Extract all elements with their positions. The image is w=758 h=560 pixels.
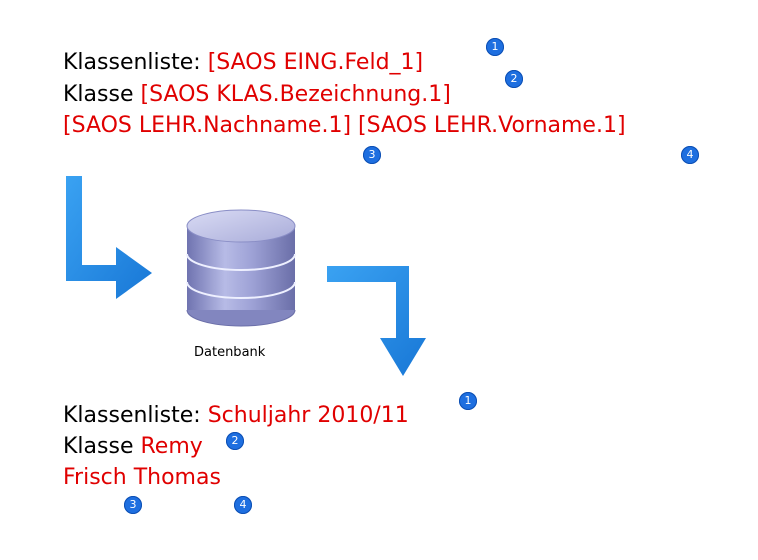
arrow-template-to-database	[66, 176, 152, 299]
result-line-1: Klassenliste: Schuljahr 2010/11	[63, 403, 409, 429]
result-line-3: Frisch Thomas	[63, 465, 221, 491]
badge-4-bottom: 4	[234, 496, 252, 514]
database-label: Datenbank	[194, 345, 266, 360]
template-line-2: Klasse [SAOS KLAS.Bezeichnung.1]	[63, 82, 451, 108]
badge-1-bottom: 1	[459, 392, 477, 410]
template-field-klas-bezeichnung: [SAOS KLAS.Bezeichnung.1]	[140, 82, 451, 107]
result-value-schuljahr: Schuljahr 2010/11	[207, 403, 409, 428]
badge-2-top: 2	[505, 70, 523, 88]
badge-3-top: 3	[363, 146, 381, 164]
badge-4-top: 4	[681, 146, 699, 164]
badge-1-top: 1	[486, 38, 504, 56]
template-line-1: Klassenliste: [SAOS EING.Feld_1]	[63, 50, 423, 76]
arrow-database-to-result	[327, 266, 426, 376]
result-value-lehrer: Frisch Thomas	[63, 465, 221, 490]
template-line-1-prefix: Klassenliste:	[63, 50, 208, 75]
template-line-3: [SAOS LEHR.Nachname.1] [SAOS LEHR.Vornam…	[63, 113, 626, 139]
result-line-2: Klasse Remy	[63, 434, 203, 460]
result-line-1-prefix: Klassenliste:	[63, 403, 208, 428]
badge-2-bottom: 2	[226, 432, 244, 450]
result-value-klasse: Remy	[140, 434, 203, 459]
template-field-eing-feld: [SAOS EING.Feld_1]	[207, 50, 424, 75]
template-line-2-prefix: Klasse	[63, 82, 141, 107]
result-line-2-prefix: Klasse	[63, 434, 141, 459]
badge-3-bottom: 3	[124, 496, 142, 514]
database-icon	[186, 209, 296, 327]
template-field-lehr-nachname: [SAOS LEHR.Nachname.1]	[63, 113, 352, 138]
template-field-lehr-vorname: [SAOS LEHR.Vorname.1]	[358, 113, 626, 138]
